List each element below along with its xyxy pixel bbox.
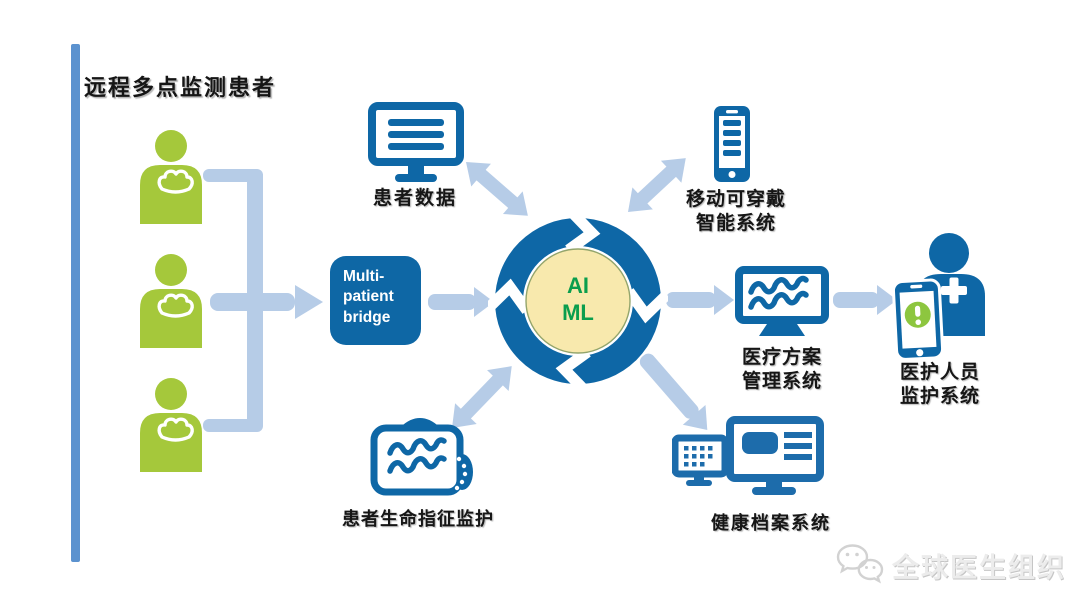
multi-patient-bridge-box: Multi- patient bridge <box>330 256 421 345</box>
watermark-text: 全球医生组织 <box>892 552 1066 583</box>
ring-chevron-left <box>488 278 532 314</box>
ring-chevron-top <box>565 211 601 255</box>
caregiver-label: 医护人员 监护系统 <box>899 362 980 407</box>
vitals-label: 患者生命指征监护 <box>342 509 494 529</box>
alert-phone-icon <box>891 278 945 361</box>
heart-cloud-icon <box>157 417 194 442</box>
vitals-monitor-icon <box>370 418 473 496</box>
ai-label: AI <box>567 273 589 298</box>
ehr-label: 健康档案系统 <box>711 513 831 533</box>
wechat-icon <box>836 544 884 584</box>
ml-label: ML <box>562 300 594 325</box>
page-title: 远程多点监测患者 <box>84 75 277 100</box>
ehr-workstation-icon <box>672 416 824 495</box>
care-plan-monitor-icon <box>735 266 829 336</box>
ring-chevron-bottom <box>555 347 591 391</box>
arrow-ring-wearable <box>628 158 686 212</box>
wearable-label: 移动可穿戴 智能系统 <box>685 189 786 234</box>
watermark: 全球医生组织 <box>834 540 1074 590</box>
ring-chevron-right <box>624 288 668 324</box>
patient-icon-1 <box>140 130 202 224</box>
medical-cross-icon <box>941 277 967 304</box>
patient-data-monitor-icon <box>368 102 464 182</box>
caregiver-icon <box>891 233 985 361</box>
care-plan-label: 医疗方案 管理系统 <box>741 347 822 392</box>
arrow-patients-to-bridge <box>210 285 323 319</box>
arrow-ring-vitals <box>452 366 512 428</box>
left-accent-bar <box>71 44 80 562</box>
ai-ml-label: AI ML <box>528 272 628 326</box>
ai-ml-cycle-ring <box>488 211 668 391</box>
arrow-bridge-to-ring <box>428 287 494 317</box>
patient-data-label: 患者数据 <box>372 188 457 209</box>
patient-icon-3 <box>140 378 202 472</box>
ai-ml-center-circle <box>525 248 631 354</box>
arrow-ring-patient-data <box>466 162 528 216</box>
heart-cloud-icon <box>157 169 194 194</box>
arrow-ring-to-care-plan <box>666 285 734 315</box>
patient-icon-2 <box>140 254 202 348</box>
wearable-phone-icon <box>714 106 750 182</box>
heart-cloud-icon <box>157 293 194 318</box>
arrow-care-plan-to-caregiver <box>833 285 897 315</box>
arrow-ring-to-ehr <box>639 353 708 430</box>
